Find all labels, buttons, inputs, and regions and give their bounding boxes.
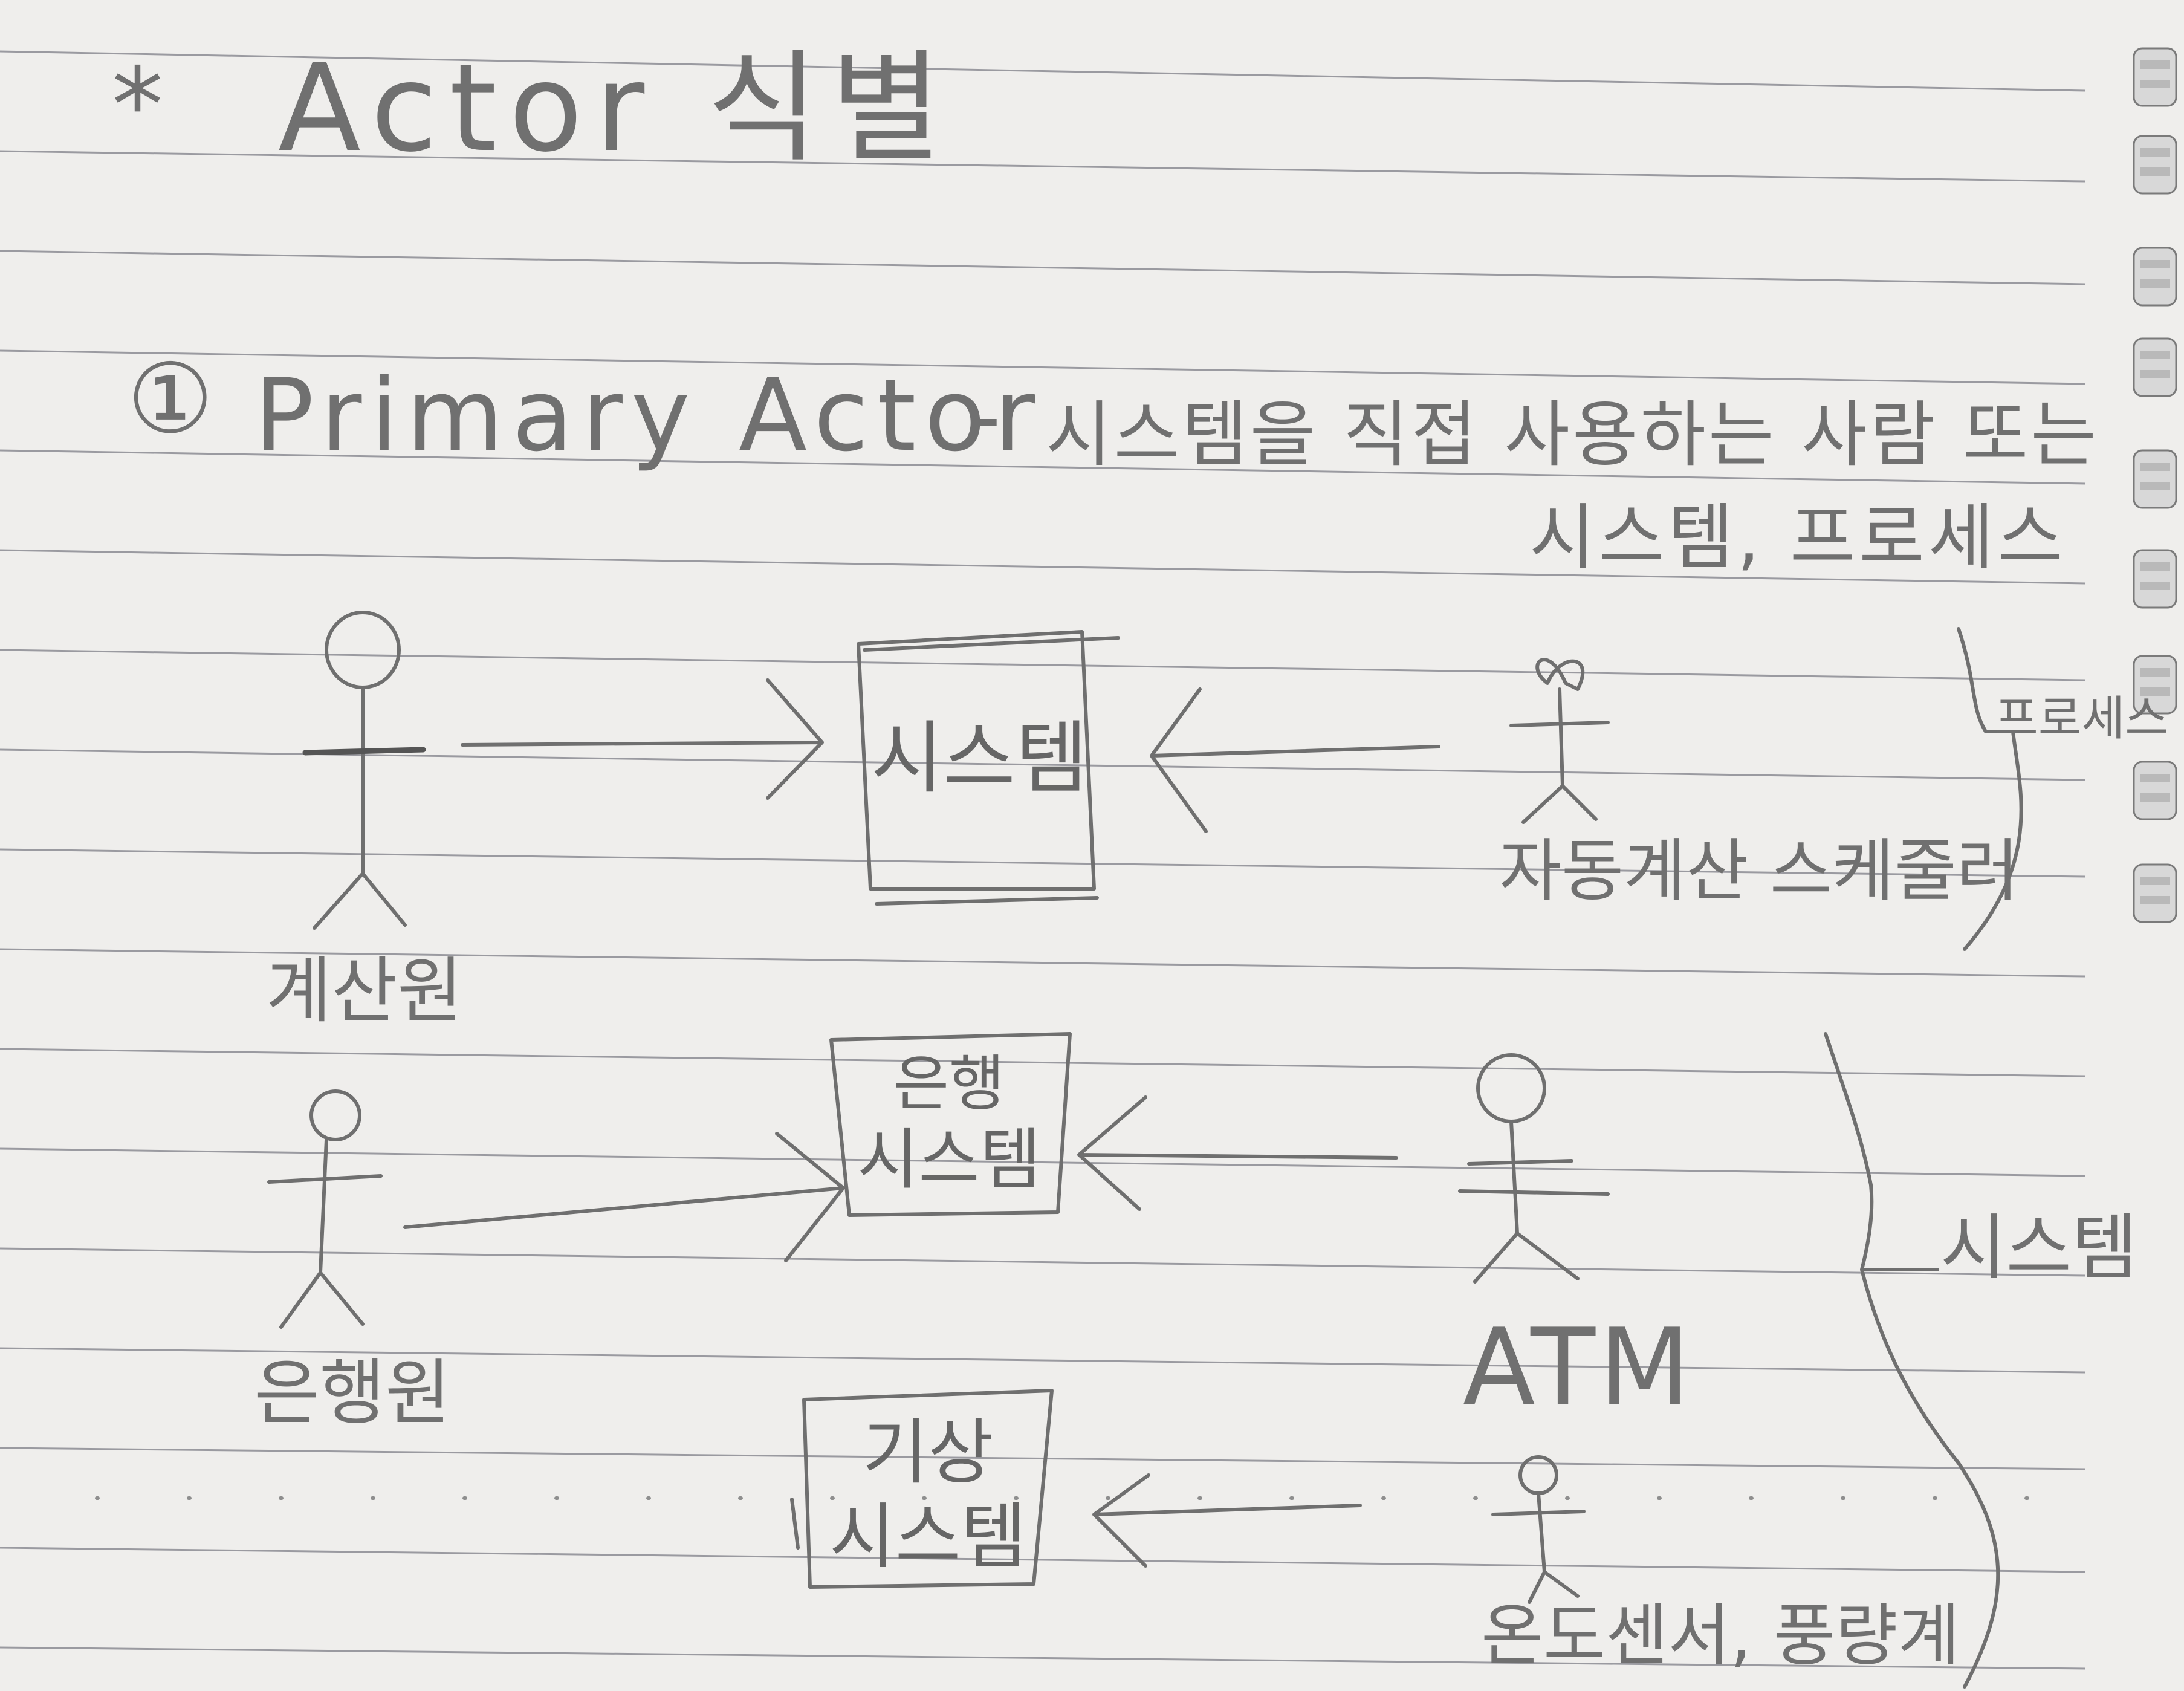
definition-line-1: 시스템을 직접 사용하는 사람 또는 — [1046, 393, 2099, 476]
primary-actor-term: Primary Actor — [254, 357, 1044, 473]
actor-figure-cashier — [302, 611, 426, 930]
actor-label-atm: ATM — [1463, 1306, 1694, 1429]
bracket-label-system: 시스템 — [1940, 1206, 2137, 1290]
bracket-system — [1824, 1032, 2000, 1689]
actor-figure-banker — [267, 1089, 383, 1329]
actor-label-banker: 은행원 — [254, 1351, 451, 1435]
page-heading: Actor 식별 — [278, 38, 954, 179]
arrow-atm-to-bank-system — [1077, 1095, 1398, 1211]
heading-bullet: * — [112, 46, 163, 166]
bracket-process — [1957, 627, 2023, 951]
weather-system-box — [790, 1389, 1054, 1589]
arrow-banker-to-bank-system — [403, 1132, 845, 1262]
weather-system-box-line-2: 시스템 — [829, 1495, 1026, 1579]
arrow-scheduler-to-system — [1150, 687, 1440, 833]
weather-system-box-line-1: 기상 — [862, 1410, 994, 1494]
actor-label-scheduler: 자동계산 스케줄러 — [1499, 832, 2019, 910]
definition-number: ① — [127, 342, 214, 455]
system-box-1 — [857, 630, 1120, 906]
actor-label-sensor: 온도센서, 풍량계 — [1481, 1597, 1960, 1675]
bank-system-box-line-2: 시스템 — [857, 1121, 1041, 1198]
system-box-1-label: 시스템 — [870, 712, 1088, 804]
arrow-sensor-to-weather-system — [1092, 1473, 1362, 1568]
definition-line-2: 시스템, 프로세스 — [1529, 496, 2067, 579]
actor-figure-scheduler — [1509, 658, 1610, 824]
ruled-lines — [0, 50, 2087, 1670]
actor-label-cashier: 계산원 — [266, 949, 463, 1033]
spiral-binding — [2133, 47, 2177, 923]
actor-figure-atm — [1458, 1053, 1610, 1284]
actor-figure-sensor — [1491, 1455, 1586, 1604]
bracket-label-process: 프로세스 — [1995, 692, 2169, 746]
definition-dash: - — [970, 368, 1001, 466]
arrow-cashier-to-system — [461, 678, 824, 800]
bank-system-box-line-1: 은행 — [893, 1048, 1005, 1119]
bank-system-box — [829, 1032, 1072, 1217]
